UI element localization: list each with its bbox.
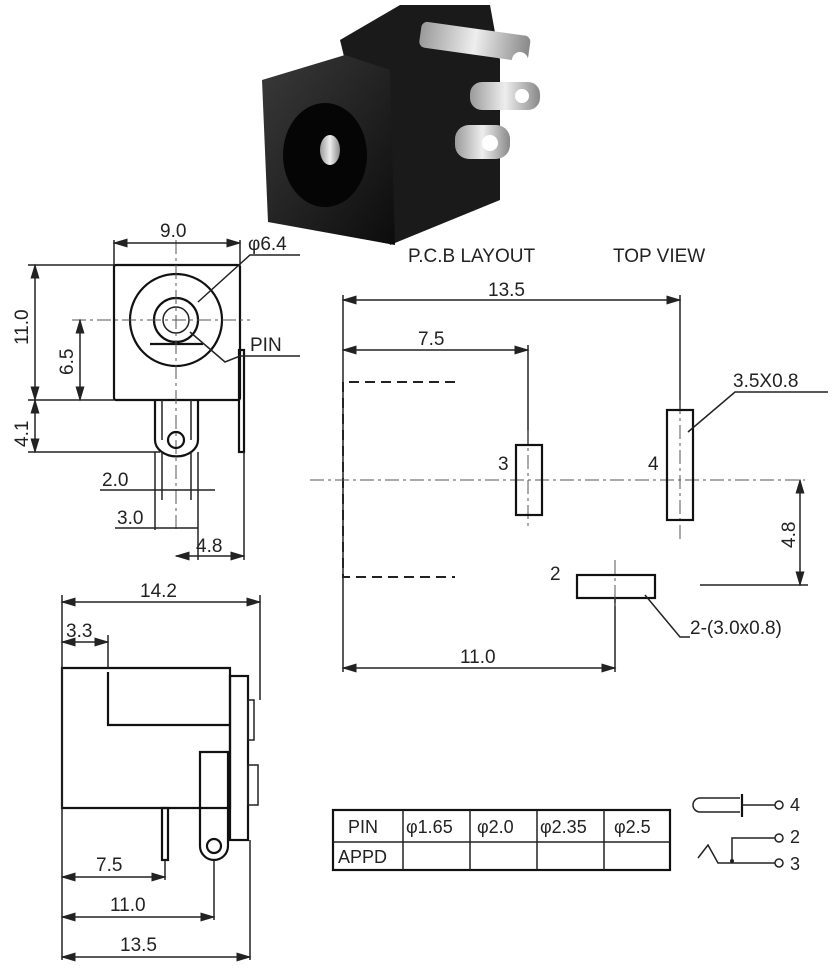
side-view: 14.2 3.3 7.5 11.0 13.5 xyxy=(60,581,262,962)
pad-2-size: 2-(3.0x0.8) xyxy=(690,618,782,639)
pcb-title: P.C.B LAYOUT xyxy=(408,246,535,267)
dim-4-8: 4.8 xyxy=(196,536,222,557)
pcb-view: TOP VIEW xyxy=(613,246,705,267)
row-header-pin: PIN xyxy=(348,817,378,837)
pcb-layout: P.C.B LAYOUT TOP VIEW 13.5 7.5 3 4 3.5X0… xyxy=(310,246,828,673)
dim-height: 11.0 xyxy=(12,309,33,345)
table-cell: φ2.0 xyxy=(477,817,514,837)
dim-tab: 4.1 xyxy=(12,421,33,447)
dim-14-2: 14.2 xyxy=(140,581,177,602)
pad-3-label: 3 xyxy=(498,454,509,475)
front-view: 9.0 φ6.4 PIN 11.0 6.5 4.1 2.0 3.0 4.8 xyxy=(12,221,300,561)
table-cell: φ2.35 xyxy=(540,817,587,837)
dim-center-height: 6.5 xyxy=(57,349,78,375)
terminal-3: 3 xyxy=(790,854,800,874)
terminal-2: 2 xyxy=(790,827,800,847)
dim-4-8-pcb: 4.8 xyxy=(779,522,800,548)
pin-label: PIN xyxy=(250,335,282,356)
product-photo xyxy=(262,5,540,245)
dim-11-0-side: 11.0 xyxy=(110,895,146,916)
pad-4 xyxy=(665,408,695,522)
dim-7-5: 7.5 xyxy=(418,329,444,350)
row-header-appd: APPD xyxy=(338,847,387,867)
terminal-4: 4 xyxy=(790,795,800,815)
dim-3-0: 3.0 xyxy=(117,508,143,529)
pad-2 xyxy=(575,573,657,600)
table-cell: φ2.5 xyxy=(614,817,651,837)
dim-13-5-side: 13.5 xyxy=(120,935,157,956)
dim-total: 13.5 xyxy=(488,280,525,301)
dim-width: 9.0 xyxy=(160,221,186,242)
pin-table: PIN APPD φ1.65 φ2.0 φ2.35 φ2.5 xyxy=(331,808,672,872)
pad-4-label: 4 xyxy=(648,454,659,475)
dim-2-0: 2.0 xyxy=(102,470,128,491)
pad-size: 3.5X0.8 xyxy=(733,371,799,392)
table-cell: φ1.65 xyxy=(406,817,453,837)
pad-2-label: 2 xyxy=(550,564,561,585)
schematic-symbol: 4 2 3 xyxy=(692,794,800,874)
dim-7-5-side: 7.5 xyxy=(96,855,122,876)
pad-3 xyxy=(514,443,544,517)
dim-3-3: 3.3 xyxy=(66,621,92,642)
dim-11-0-pcb: 11.0 xyxy=(460,647,496,668)
dim-diameter: φ6.4 xyxy=(248,234,287,255)
